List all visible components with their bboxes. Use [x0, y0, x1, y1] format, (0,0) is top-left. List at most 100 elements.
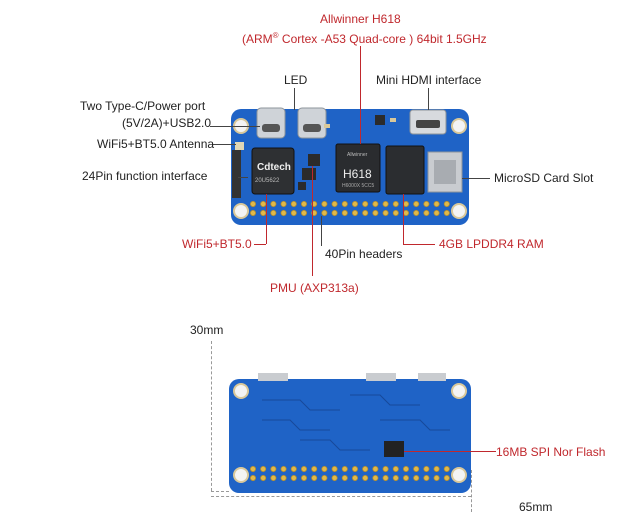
- header-pin: [331, 200, 338, 207]
- header-pin: [372, 465, 379, 472]
- gpio-header-back: [249, 465, 450, 481]
- header-pin: [413, 200, 420, 207]
- header-pin: [382, 200, 389, 207]
- header-pin: [321, 474, 328, 481]
- header-pin: [351, 200, 358, 207]
- header-pin: [341, 209, 348, 216]
- header-pin: [413, 209, 420, 216]
- fpc-connector: [232, 150, 241, 198]
- spi-flash-chip: [384, 441, 404, 457]
- header-pin: [270, 465, 277, 472]
- header-pin: [321, 209, 328, 216]
- header-pin: [249, 474, 256, 481]
- board-back: [229, 379, 471, 493]
- mount-hole-bl: [233, 203, 249, 219]
- label-40pin-headers: 40Pin headers: [325, 247, 403, 261]
- header-pin: [392, 474, 399, 481]
- label-function-interface: 24Pin function interface: [82, 169, 208, 183]
- height-dimension-line: [211, 341, 212, 491]
- header-pin: [402, 465, 409, 472]
- header-pin: [362, 200, 369, 207]
- header-pin: [351, 465, 358, 472]
- header-pin: [270, 209, 277, 216]
- header-pin: [290, 474, 297, 481]
- header-pin: [443, 200, 450, 207]
- label-typec-2: (5V/2A)+USB2.0: [122, 116, 212, 130]
- mount-hole-tr: [451, 118, 467, 134]
- header-pin: [280, 465, 287, 472]
- soc-brand: Allwinner: [347, 152, 368, 158]
- label-pmu: PMU (AXP313a): [270, 281, 359, 295]
- header-pin: [260, 200, 267, 207]
- header-pin: [331, 465, 338, 472]
- soc-code: H6000X 5CC5: [342, 183, 374, 189]
- width-dimension-line: [211, 496, 471, 497]
- wifi-module-brand: Cdtech: [257, 162, 291, 173]
- ram-chip: [385, 145, 425, 195]
- gpio-header-front: [249, 200, 450, 216]
- label-microsd: MicroSD Card Slot: [494, 171, 594, 185]
- width-dimension-end: [471, 470, 472, 512]
- header-pin: [413, 474, 420, 481]
- header-pin: [413, 465, 420, 472]
- header-pin: [433, 465, 440, 472]
- soc-chip: [335, 143, 381, 193]
- header-pin: [280, 209, 287, 216]
- label-ram: 4GB LPDDR4 RAM: [439, 237, 544, 251]
- mount-hole-br: [451, 203, 467, 219]
- header-pin: [402, 200, 409, 207]
- header-pin: [392, 200, 399, 207]
- header-pin: [372, 209, 379, 216]
- header-pin: [423, 209, 430, 216]
- typec-port-1: [256, 107, 286, 139]
- header-pin: [362, 474, 369, 481]
- header-pin: [443, 465, 450, 472]
- header-pin: [331, 209, 338, 216]
- header-pin: [372, 474, 379, 481]
- header-pin: [311, 474, 318, 481]
- header-pin: [341, 200, 348, 207]
- header-pin: [382, 209, 389, 216]
- header-pin: [341, 465, 348, 472]
- wifi-module-code: 20U5622: [255, 178, 280, 184]
- header-pin: [300, 200, 307, 207]
- mount-hole-back-bl: [233, 467, 249, 483]
- label-led: LED: [284, 73, 308, 87]
- header-pin: [331, 474, 338, 481]
- header-pin: [270, 200, 277, 207]
- header-pin: [382, 474, 389, 481]
- header-pin: [270, 474, 277, 481]
- header-pin: [300, 209, 307, 216]
- header-pin: [392, 209, 399, 216]
- label-soc-spec: (ARM® Cortex -A53 Quad-core ) 64bit 1.5G…: [242, 31, 487, 46]
- header-pin: [372, 200, 379, 207]
- header-pin: [321, 200, 328, 207]
- header-pin: [300, 474, 307, 481]
- header-pin: [351, 209, 358, 216]
- antenna-connector: [235, 142, 244, 150]
- header-pin: [392, 465, 399, 472]
- header-pin: [290, 200, 297, 207]
- header-pin: [311, 465, 318, 472]
- typec-port-2: [297, 107, 327, 139]
- header-pin: [351, 474, 358, 481]
- header-pin: [402, 209, 409, 216]
- label-width-65mm: 65mm: [519, 500, 553, 514]
- header-pin: [423, 474, 430, 481]
- header-pin: [362, 465, 369, 472]
- label-soc-name: Allwinner H618: [320, 12, 401, 26]
- mount-hole-back-tl: [233, 383, 249, 399]
- header-pin: [249, 465, 256, 472]
- pmu-chip: [308, 154, 320, 166]
- label-wifi-chip: WiFi5+BT5.0: [182, 237, 252, 251]
- header-pin: [280, 200, 287, 207]
- header-pin: [423, 465, 430, 472]
- label-typec-1: Two Type-C/Power port: [80, 99, 206, 113]
- header-pin: [290, 465, 297, 472]
- header-pin: [249, 200, 256, 207]
- mount-hole-back-tr: [451, 383, 467, 399]
- label-spi-flash: 16MB SPI Nor Flash: [496, 445, 606, 459]
- mount-hole-back-br: [451, 467, 467, 483]
- header-pin: [321, 465, 328, 472]
- header-pin: [280, 474, 287, 481]
